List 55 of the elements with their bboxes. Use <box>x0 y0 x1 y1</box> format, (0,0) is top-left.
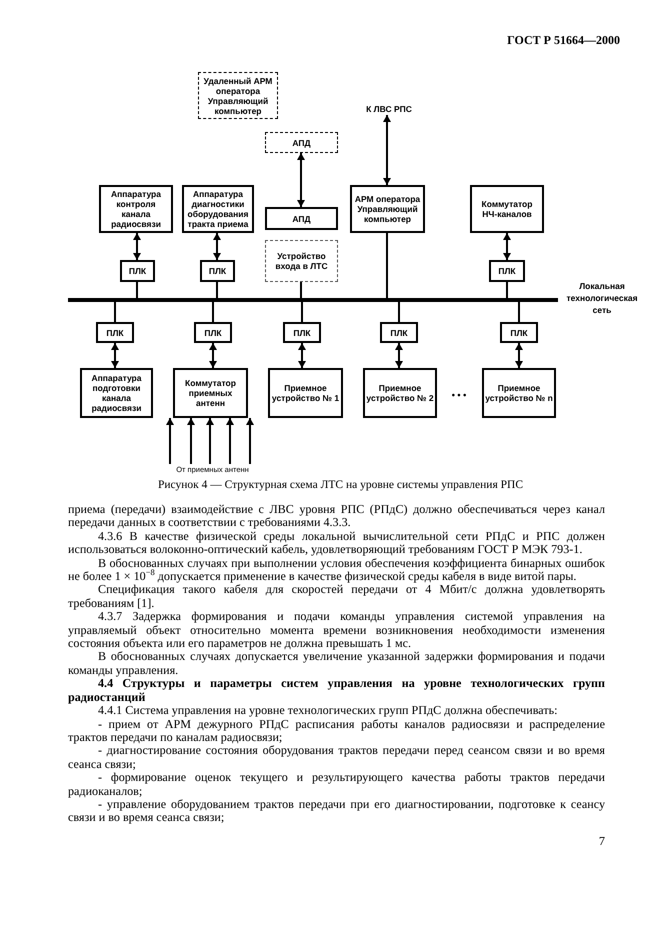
device-box: АПД <box>265 207 338 230</box>
device-box: Коммутатор НЧ-каналов <box>470 185 544 233</box>
device-box: ПЛК <box>194 322 232 343</box>
device-box: ПЛК <box>283 322 321 343</box>
device-box: ПЛК <box>96 322 134 343</box>
arrow <box>246 418 254 464</box>
device-box: Аппаратура контроля канала радиосвязи <box>99 185 173 233</box>
device-box: ПЛК <box>500 322 538 343</box>
device-box: АПД <box>265 132 338 153</box>
arrow <box>226 418 234 464</box>
device-box: Удаленный АРМ оператора Управляющий компьютер <box>198 72 278 119</box>
arrow <box>111 343 119 368</box>
arrow <box>187 418 195 464</box>
device-box: Приемное устройство № 2 <box>363 368 437 418</box>
device-box: ПЛК <box>200 260 235 282</box>
device-box: Аппаратура диагностики оборудования тракта приема <box>182 185 254 233</box>
device-box: АРМ оператора Управляющий компьютер <box>350 185 425 233</box>
arrow <box>383 115 391 185</box>
paragraph: 4.3.7 Задержка формирования и подачи команды управления системой управления на управляемый объект относительно момента времени возникновения необходимости изменения состояния объекта или его параметров не должна превышать 1 мс. <box>68 610 605 650</box>
paragraph: В обоснованных случаях допускается увеличение указанной задержки формирования и подачи команды управления. <box>68 650 605 678</box>
arrow <box>395 343 403 368</box>
device-box: ПЛК <box>380 322 418 343</box>
paragraph: 4.3.6 В качестве физической среды локальной вычислительной сети РПдС и РПС должен использоваться волоконно-оптический кабель, удовлетворяющий требованиям ГОСТ Р МЭК 793-1. <box>68 530 605 557</box>
paragraph: - прием от АРМ дежурного РПдС расписания работы каналов радиосвязи и распределение трактов передачи по каналам радиосвязи; <box>68 718 605 744</box>
network-bus <box>68 298 558 302</box>
paragraph: В обоснованных случаях при выполнении условия обеспечения коэффициента бинарных ошибок не более 1 × 10$^{−8}$ допускается применение в качестве физической среды кабеля в виде витой пары. <box>68 556 605 584</box>
arrow <box>298 343 306 368</box>
device-box: Устройство входа в ЛТС <box>265 240 338 282</box>
paragraph: Спецификация такого кабеля для скоростей передачи от 4 Мбит/с должна удовлетворять требованиям [1]. <box>68 583 605 610</box>
arrow <box>503 233 511 260</box>
device-box: Коммутатор приемных антенн <box>173 368 248 418</box>
device-box: ПЛК <box>489 260 525 282</box>
page-number: 7 <box>598 834 605 849</box>
device-box: Аппаратура подготовки канала радиосвязи <box>80 368 153 418</box>
arrow <box>133 233 141 260</box>
device-box: ПЛК <box>120 260 155 282</box>
section-heading: 4.4 Структуры и параметры систем управления на уровне технологических групп радиостанций <box>68 677 605 704</box>
paragraph: - формирование оценок текущего и результирующего качества работы трактов передачи радиоканалов; <box>68 771 605 798</box>
paragraph: - управление оборудованием трактов передачи при его диагностировании, подготовке к сеансу связи и во время сеанса связи; <box>68 798 605 825</box>
device-box: Приемное устройство № n <box>482 368 556 418</box>
figure-caption: Рисунок 4 — Структурная схема ЛТС на уровне системы управления РПС <box>157 479 524 491</box>
arrow <box>213 233 221 260</box>
ellipsis-mark: • • • <box>450 390 468 400</box>
paragraph: - диагностирование состояния оборудования трактов передачи перед сеансом связи и во время сеанса связи; <box>68 744 605 772</box>
arrow <box>209 343 217 368</box>
document-header: ГОСТ Р 51664—2000 <box>506 33 620 48</box>
network-label: Локальная технологическая сеть <box>565 280 639 316</box>
paragraph: приема (передачи) взаимодействие с ЛВС уровня РПС (РПдС) должно обеспечиваться через канал передачи данных в соответствии с требованиями 4.3.3. <box>68 503 605 530</box>
connection-label: К ЛВС РПС <box>358 103 420 115</box>
device-box: Приемное устройство № 1 <box>268 368 343 418</box>
arrow <box>515 343 523 368</box>
arrow <box>166 418 174 464</box>
paragraph: 4.4.1 Система управления на уровне технологических групп РПдС должна обеспечивать: <box>98 704 558 718</box>
arrow <box>206 418 214 464</box>
arrow <box>297 153 305 207</box>
